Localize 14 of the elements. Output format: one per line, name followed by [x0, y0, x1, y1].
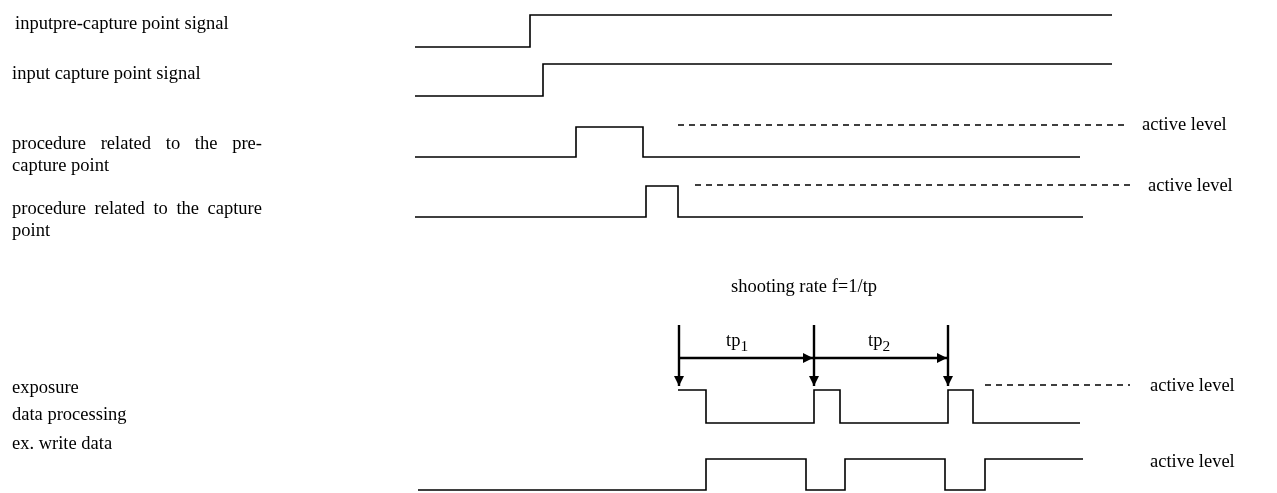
signal-name: input capture point signal: [12, 62, 201, 84]
signal-name: procedure related to the pre-capture point: [12, 132, 262, 176]
signal-name: data processing: [12, 403, 127, 425]
level-label: active level: [1148, 174, 1233, 196]
level-label: active level: [1142, 113, 1227, 135]
signal-name: exposure: [12, 376, 79, 398]
signal-name: ex. write data: [12, 432, 113, 454]
period-label: tp$_{1}$: [726, 329, 749, 356]
signal-name: inputpre-capture point signal: [15, 12, 229, 34]
level-label: active level: [1150, 374, 1235, 396]
signal-name: procedure related to the capture point: [12, 197, 262, 241]
rate-label: shooting rate f=1/tp: [731, 275, 878, 297]
level-label: active level: [1150, 450, 1235, 472]
period-label: tp$_{2}$: [868, 329, 891, 356]
